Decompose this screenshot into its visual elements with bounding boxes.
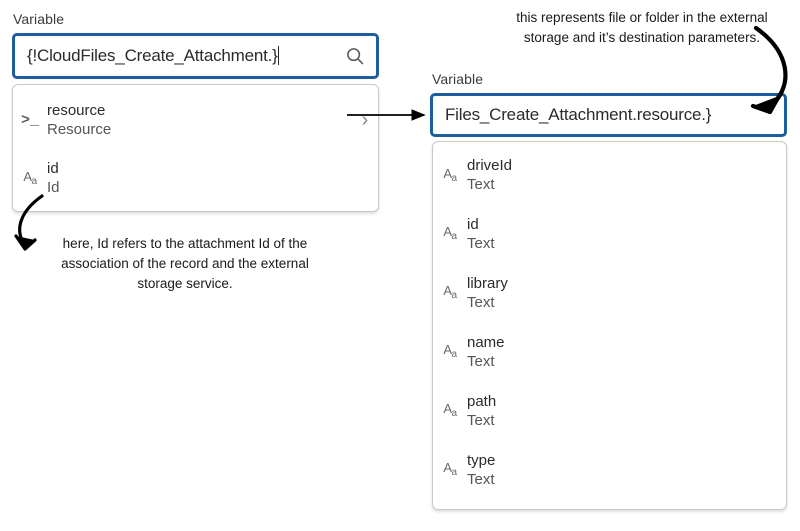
list-item[interactable]: Aa library Text	[433, 263, 786, 322]
option-text: type Text	[467, 451, 786, 489]
right-variable-dropdown[interactable]: Aa driveId Text Aa id Text Aa library Te…	[432, 141, 787, 510]
option-type: Text	[467, 411, 495, 429]
option-text: name Text	[467, 333, 786, 371]
list-item[interactable]: Aa driveId Text	[433, 142, 786, 204]
option-text: path Text	[467, 392, 786, 430]
text-type-icon: Aa	[443, 401, 457, 419]
left-variable-dropdown[interactable]: >_ resource Resource › Aa id Id	[12, 84, 379, 212]
list-item[interactable]: Aa path Text	[433, 381, 786, 440]
list-item[interactable]: >_ resource Resource ›	[13, 85, 378, 149]
left-variable-combobox[interactable]: {!CloudFiles_Create_Attachment.}	[12, 33, 379, 79]
option-text: id Text	[467, 215, 786, 253]
list-item[interactable]: Aa id Text	[433, 204, 786, 263]
option-text: driveId Text	[467, 156, 786, 194]
terminal-icon: >_	[20, 111, 39, 129]
option-type: Text	[467, 176, 495, 193]
search-icon[interactable]	[344, 45, 366, 67]
text-type-icon: Aa	[443, 165, 457, 184]
right-variable-input-value[interactable]: Files_Create_Attachment.resource.}	[445, 105, 712, 124]
option-name: resource	[47, 102, 106, 119]
right-variable-label: Variable	[432, 71, 484, 87]
option-text: library Text	[467, 274, 786, 312]
option-name: name	[467, 333, 505, 351]
option-type: Text	[467, 352, 495, 370]
arrowhead-bottom-left	[14, 234, 37, 251]
chevron-right-icon[interactable]: ›	[361, 109, 369, 131]
option-name: driveId	[467, 157, 513, 174]
text-type-icon: Aa	[443, 460, 457, 478]
text-type-icon: Aa	[443, 342, 457, 360]
annotation-top-right: this represents file or folder in the ex…	[516, 10, 768, 45]
option-type: Resource	[47, 121, 112, 138]
option-name: type	[467, 451, 496, 469]
right-variable-combobox[interactable]: Files_Create_Attachment.resource.}	[430, 93, 787, 137]
list-item[interactable]: Aa name Text	[433, 322, 786, 381]
list-item[interactable]: Aa id Id	[13, 149, 378, 207]
option-name: id	[467, 215, 479, 233]
text-cursor	[277, 46, 279, 65]
option-type: Text	[467, 293, 495, 311]
option-type: Text	[467, 234, 495, 252]
option-name: id	[47, 160, 59, 177]
left-variable-label: Variable	[13, 11, 65, 27]
left-variable-input-value[interactable]: {!CloudFiles_Create_Attachment.}	[27, 46, 279, 65]
option-text: id Id	[47, 159, 352, 197]
option-name: path	[467, 392, 497, 410]
text-type-icon: Aa	[443, 224, 457, 242]
option-text: resource Resource	[47, 101, 352, 139]
option-name: library	[467, 274, 508, 292]
option-type: Id	[47, 179, 60, 196]
option-type: Text	[467, 470, 495, 488]
annotation-bottom-left: here, Id refers to the attachment Id of …	[61, 236, 309, 291]
text-type-icon: Aa	[23, 168, 37, 187]
list-item[interactable]: Aa type Text	[433, 440, 786, 499]
text-type-icon: Aa	[443, 283, 457, 301]
